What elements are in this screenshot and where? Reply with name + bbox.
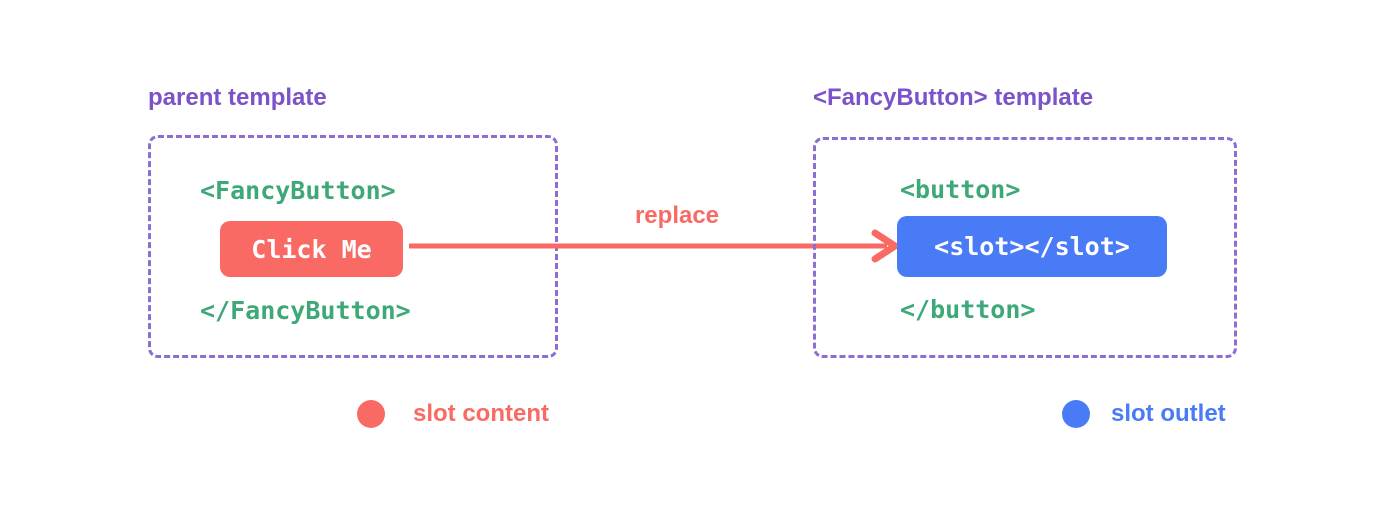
fancybutton-close-tag: </FancyButton> (200, 296, 411, 325)
slot-outlet-label: slot outlet (1111, 400, 1226, 427)
replace-arrow-icon (409, 229, 899, 263)
button-open-tag: <button> (900, 175, 1021, 204)
slot-content-dot-icon (357, 400, 385, 428)
replace-label: replace (634, 202, 720, 229)
slot-outlet-dot-icon (1062, 400, 1090, 428)
click-me-button: Click Me (220, 221, 403, 277)
legend-slot-content: slot content (357, 400, 549, 428)
fancybutton-open-tag: <FancyButton> (200, 176, 396, 205)
legend-slot-outlet: slot outlet (1062, 400, 1226, 428)
parent-template-title: parent template (148, 84, 327, 111)
slot-content-label: slot content (413, 400, 549, 427)
fancybutton-template-box (813, 137, 1237, 358)
fancybutton-template-title: <FancyButton> template (813, 84, 1094, 111)
slot-outlet-box: <slot></slot> (897, 216, 1167, 277)
button-close-tag: </button> (900, 295, 1036, 324)
